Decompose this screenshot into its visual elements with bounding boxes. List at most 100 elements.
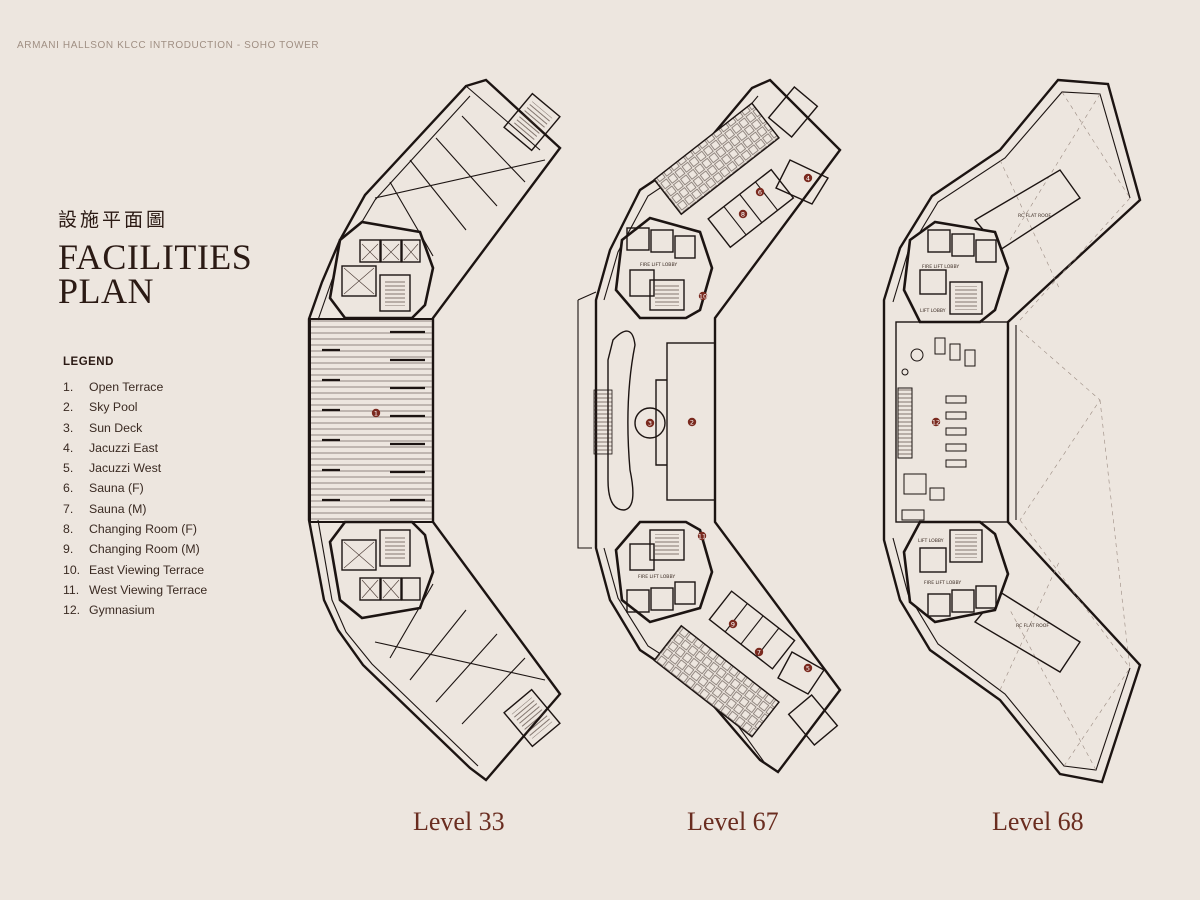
core-south: FIRE LIFT LOBBY <box>614 520 714 624</box>
level-67-label: Level 67 <box>687 807 779 836</box>
south-wing-rooms <box>374 583 546 725</box>
legend-label: Sun Deck <box>89 420 143 435</box>
sun-deck-steps <box>593 389 613 455</box>
deck-benches <box>322 330 425 502</box>
legend-label: Changing Room (F) <box>89 522 197 537</box>
core-south: LIFT LOBBY FIRE LIFT LOBBY <box>902 520 1010 624</box>
legend-item: 10. East Viewing Terrace <box>63 560 207 580</box>
pool-south <box>653 624 780 738</box>
marker-east-viewing-terrace: 10 <box>698 291 708 301</box>
marker-changing-room-f: 8 <box>738 209 748 219</box>
plan-level-67: 4 6 8 FIRE LIFT LOBBY 10 <box>577 78 842 774</box>
svg-text:2: 2 <box>690 419 694 427</box>
legend-num: 5. <box>63 461 74 476</box>
balcony-outline <box>577 291 597 549</box>
legend-label: Sky Pool <box>89 400 138 415</box>
svg-text:FIRE LIFT LOBBY: FIRE LIFT LOBBY <box>640 262 677 268</box>
svg-text:7: 7 <box>757 649 761 657</box>
svg-text:9: 9 <box>731 621 735 629</box>
legend-label: Changing Room (M) <box>89 542 200 557</box>
core-north: FIRE LIFT LOBBY <box>614 216 714 320</box>
gymnasium-area <box>895 321 1009 523</box>
marker-sauna-f: 6 <box>755 187 765 197</box>
svg-text:12: 12 <box>932 419 940 427</box>
gym-equipment <box>897 337 976 521</box>
marker-sun-deck: 3 <box>645 418 655 428</box>
core-south <box>328 520 435 620</box>
legend-num: 6. <box>63 481 74 496</box>
core-north: FIRE LIFT LOBBY LIFT LOBBY <box>902 220 1010 324</box>
legend-num: 8. <box>63 522 74 537</box>
legend-item: 6. Sauna (F) <box>63 478 207 498</box>
rc-flat-roof-north-label: RC FLAT ROOF <box>1018 213 1051 219</box>
svg-text:1: 1 <box>374 410 378 418</box>
svg-text:4: 4 <box>806 175 810 183</box>
legend-label: Jacuzzi East <box>89 440 159 455</box>
stair-south <box>503 688 561 748</box>
legend: LEGEND 1.Open Terrace 2. Sky Pool 3. Sun D… <box>63 356 207 621</box>
legend-num: 12. <box>63 603 81 618</box>
plan-level-68: RC FLAT ROOF RC FLAT ROOF FIRE LIFT LOBB… <box>882 78 1142 784</box>
legend-label: East Viewing Terrace <box>89 562 205 577</box>
outer-wall <box>882 78 1142 784</box>
legend-label: Jacuzzi West <box>89 461 162 476</box>
legend-list: 1.Open Terrace 2. Sky Pool 3. Sun Deck 4. J… <box>63 377 207 621</box>
sun-deck-lounge <box>607 330 636 511</box>
legend-num: 11. <box>63 582 80 597</box>
svg-text:FIRE LIFT LOBBY: FIRE LIFT LOBBY <box>924 580 961 586</box>
title-block: 設施平面圖 FACILITIES PLAN <box>58 205 288 311</box>
title-chinese: 設施平面圖 <box>58 209 169 231</box>
plan-level-33: 1 <box>307 78 562 782</box>
legend-num: 7. <box>63 501 74 516</box>
svg-text:11: 11 <box>698 533 706 541</box>
marker-open-terrace: 1 <box>371 408 381 418</box>
rc-flat-roof-south-label: RC FLAT ROOF <box>1016 623 1049 629</box>
legend-item: 1.Open Terrace <box>63 377 207 397</box>
legend-label: West Viewing Terrace <box>89 582 208 597</box>
jacuzzi-west-box: 5 <box>777 651 826 695</box>
svg-text:FIRE LIFT LOBBY: FIRE LIFT LOBBY <box>922 264 959 270</box>
legend-item: 9. Changing Room (M) <box>63 539 207 559</box>
level-68-label: Level 68 <box>992 807 1084 836</box>
stair-north <box>767 86 819 138</box>
legend-num: 9. <box>63 542 74 557</box>
legend-num: 1. <box>63 380 74 394</box>
legend-item: 7. Sauna (M) <box>63 499 207 519</box>
legend-num: 2. <box>63 400 74 415</box>
legend-item: 2. Sky Pool <box>63 397 207 417</box>
open-terrace-deck <box>309 318 434 523</box>
marker-changing-room-m: 9 <box>728 619 738 629</box>
north-wing-rooms <box>374 115 546 257</box>
legend-item: 11. West Viewing Terrace <box>63 580 207 600</box>
changing-rooms-north <box>707 168 795 249</box>
level-33-label: Level 33 <box>413 807 505 836</box>
svg-text:5: 5 <box>806 665 810 673</box>
sky-pool-edge <box>655 379 667 466</box>
svg-text:10: 10 <box>699 293 707 301</box>
sky-pool <box>666 342 716 501</box>
marker-sauna-m: 7 <box>754 647 764 657</box>
legend-num: 4. <box>63 440 74 455</box>
document-header: ARMANI HALLSON KLCC INTRODUCTION - SOHO … <box>17 40 320 51</box>
stair-north <box>503 92 561 152</box>
legend-label: Sauna (F) <box>89 481 144 496</box>
legend-item: 8. Changing Room (F) <box>63 519 207 539</box>
svg-text:6: 6 <box>758 189 762 197</box>
legend-label: Sauna (M) <box>89 501 147 516</box>
title-english: FACILITIES PLAN <box>58 237 253 311</box>
legend-title: LEGEND <box>63 356 114 368</box>
sun-deck-circle <box>634 407 666 439</box>
marker-sky-pool: 2 <box>687 417 697 427</box>
jacuzzi-east-box: 4 <box>775 159 830 205</box>
legend-num: 10. <box>63 562 81 577</box>
pool-north <box>653 102 780 216</box>
roof-dashes <box>999 91 1131 771</box>
legend-item: 3. Sun Deck <box>63 418 207 438</box>
stair-south <box>787 694 839 746</box>
marker-west-viewing-terrace: 11 <box>697 531 707 541</box>
legend-label: Gymnasium <box>89 603 155 618</box>
legend-num: 3. <box>63 420 74 435</box>
svg-text:FIRE LIFT LOBBY: FIRE LIFT LOBBY <box>638 574 675 580</box>
svg-text:LIFT LOBBY: LIFT LOBBY <box>920 308 946 314</box>
